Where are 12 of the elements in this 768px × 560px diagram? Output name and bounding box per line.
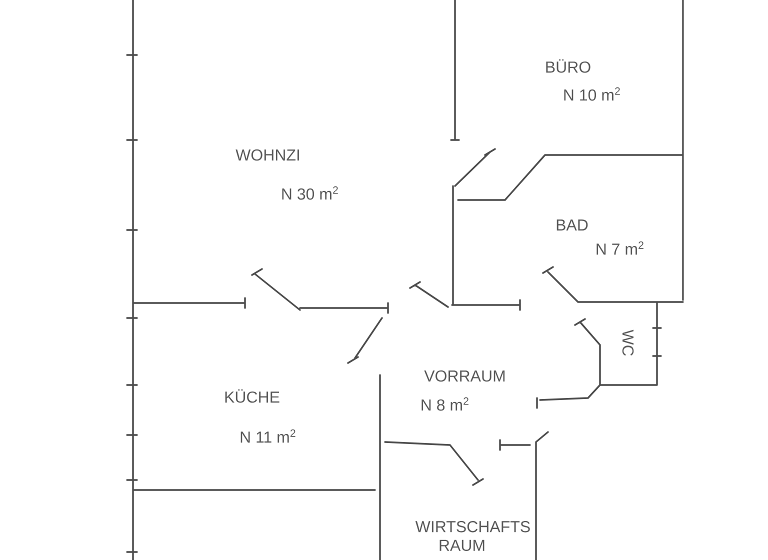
room-label: KÜCHE (225, 389, 280, 403)
room-label: WIRTSCHAFTS RAUM (415, 521, 530, 551)
room-label: N 10 m$^{2}$ (564, 87, 620, 101)
room-label: N 8 m$^{2}$ (422, 397, 468, 411)
room-label: N 30 m$^{2}$ (282, 186, 338, 200)
room-label: VORRAUM (424, 370, 505, 382)
room-label: N 11 m$^{2}$ (240, 429, 296, 443)
room-label: N 7 m$^{2}$ (596, 241, 644, 255)
room-label: WOHNZI (236, 149, 299, 161)
room-label: WC (622, 330, 634, 356)
room-label: BÜRO (546, 59, 590, 73)
room-label: BAD (556, 220, 588, 230)
